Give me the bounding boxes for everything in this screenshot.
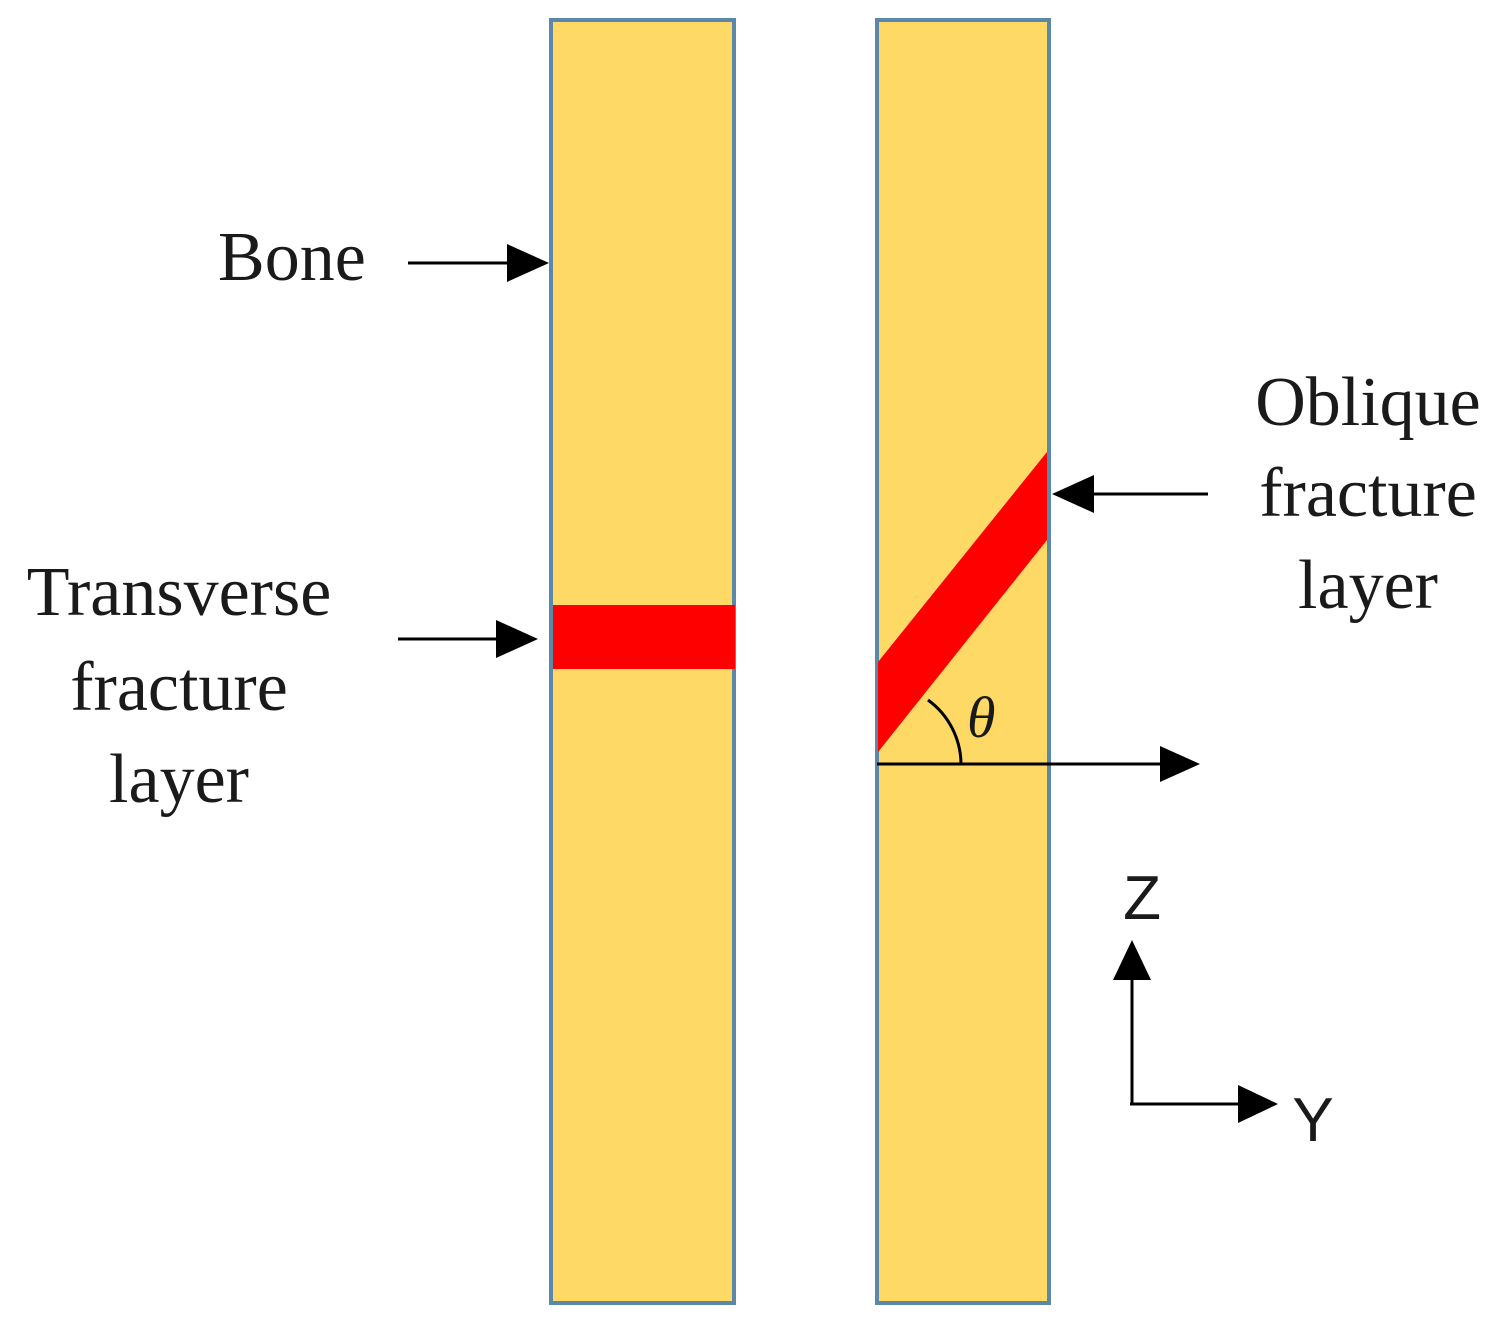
- oblique-fracture-layer: [878, 452, 1047, 752]
- axis-y-label: Y: [1292, 1086, 1333, 1155]
- axis-z-label: Z: [1123, 864, 1161, 933]
- angle-theta-label: θ: [967, 685, 996, 750]
- axis-z-arrowhead: [1113, 940, 1151, 980]
- oblique-arrowhead: [1052, 475, 1094, 513]
- bone-label: Bone: [218, 219, 366, 296]
- axis-y-arrowhead: [1238, 1085, 1278, 1123]
- transverse-fracture-layer: [553, 605, 735, 669]
- transverse-label-line-1: Transverse: [27, 554, 332, 631]
- reference-arrowhead: [1160, 746, 1200, 782]
- transverse-label-line-3: layer: [109, 741, 249, 818]
- angle-arc: [927, 698, 963, 765]
- oblique-label-line-3: layer: [1298, 547, 1438, 624]
- transverse-arrowhead: [496, 620, 538, 658]
- bone-arrowhead: [507, 244, 549, 282]
- oblique-label-line-1: Oblique: [1255, 364, 1481, 441]
- oblique-label-line-2: fracture: [1259, 455, 1477, 532]
- transverse-label-line-2: fracture: [70, 649, 288, 726]
